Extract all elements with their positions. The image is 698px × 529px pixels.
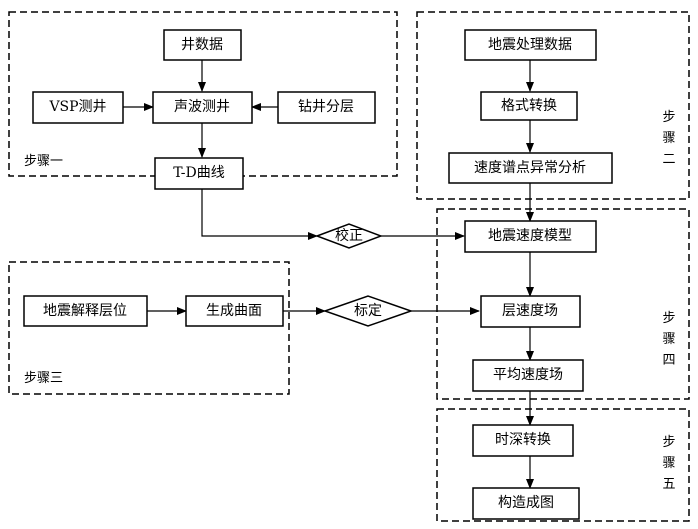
step4-frame	[436, 208, 690, 400]
node-drill-layering: 钻井分层	[298, 99, 354, 115]
step3-label: 步骤三	[24, 371, 63, 386]
step2-label: 步骤二	[662, 110, 675, 167]
edge-td-calibrate	[201, 189, 318, 240]
node-time-depth: 时深转换	[495, 431, 551, 448]
node-avg-vel: 平均速度场	[493, 367, 563, 383]
node-seismic-proc: 地震处理数据	[488, 37, 572, 53]
node-gen-surface: 生成曲面	[206, 303, 262, 319]
step5-label: 步骤五	[662, 435, 675, 492]
step2-frame	[416, 11, 690, 200]
step1-frame	[8, 11, 398, 177]
decision-calibrate: 校正	[335, 227, 363, 244]
calibrate-diamond	[314, 223, 384, 249]
step4-label: 步骤四	[662, 311, 675, 368]
step1-label: 步骤一	[24, 154, 63, 169]
node-vsp-well: VSP测井	[48, 99, 106, 115]
node-well-data: 井数据	[181, 37, 223, 53]
node-td-curve: T-D曲线	[173, 165, 225, 181]
decision-calibrate2: 标定	[354, 303, 382, 319]
step3-frame	[8, 261, 290, 395]
step5-frame	[436, 408, 690, 522]
calibrate2-diamond	[322, 295, 414, 327]
node-velocity-spectrum: 速度谱点异常分析	[474, 160, 586, 176]
node-structure-map: 构造成图	[498, 495, 554, 511]
node-format-conv: 格式转换	[501, 97, 557, 114]
node-seismic-interp: 地震解释层位	[43, 303, 127, 319]
node-sonic-log: 声波测井	[174, 99, 230, 115]
node-layer-vel: 层速度场	[502, 303, 558, 319]
node-seismic-vel-model: 地震速度模型	[488, 228, 572, 244]
